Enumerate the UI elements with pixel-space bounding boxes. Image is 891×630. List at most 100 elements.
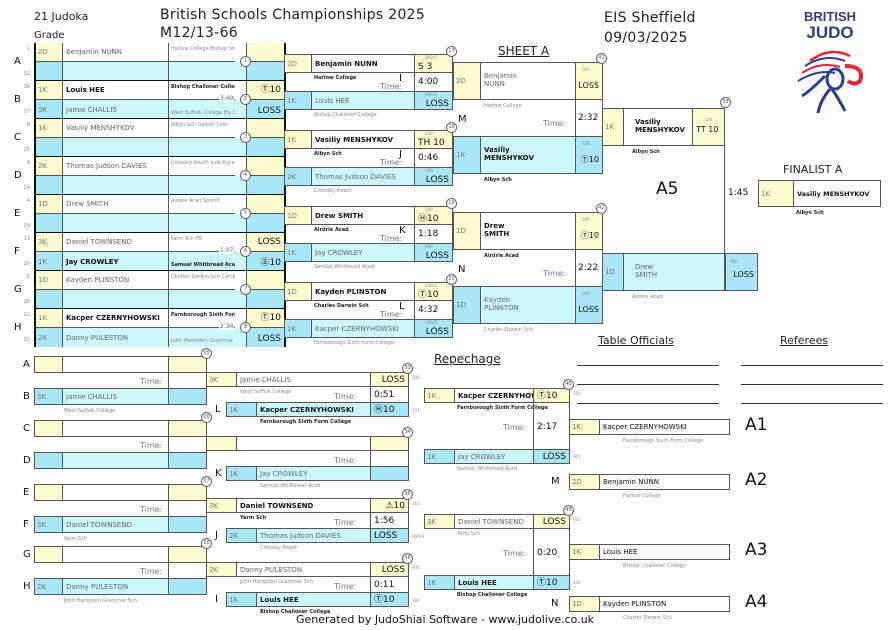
blue-name-cell[interactable]: Jay CROWLEY (454, 449, 534, 464)
white-name-cell[interactable]: Daniel TOWNSEND (236, 498, 371, 513)
blue-name-cell[interactable]: Thomas Judson DAVIES (256, 528, 371, 543)
white-name-cell[interactable]: Louis HEE (63, 81, 169, 100)
grade-text: 1K (38, 86, 48, 94)
white-grade-cell: 3K (424, 514, 455, 529)
white-name-cell[interactable]: Benjamin NUNN (63, 43, 169, 62)
white-name-cell[interactable]: Vasiliy MENSHYKOV (63, 119, 169, 138)
score-text: 001 (573, 454, 581, 459)
sheet-label: SHEET A (498, 44, 550, 58)
white-name-cell[interactable] (62, 420, 169, 437)
white-grade-cell (34, 420, 63, 437)
placing-name[interactable]: Kacper CZERNYHOWSKI (599, 419, 730, 435)
blue-name-cell[interactable] (63, 176, 169, 195)
white-name-cell[interactable]: Kayden PLINSTON (63, 271, 169, 290)
white-club-cell: Bishop Challoner College Sports JK (169, 81, 235, 100)
club-name: Crossley Heath (314, 188, 352, 194)
blue-name-cell[interactable] (63, 62, 169, 81)
official-line[interactable] (577, 365, 719, 366)
blue-name-cell[interactable]: Danny PULESTON (63, 328, 169, 347)
white-name-cell[interactable]: Kacper CZERNYHOWSKI (63, 309, 169, 328)
blue-name-cell[interactable] (63, 214, 169, 233)
blue-club-cell-end (235, 252, 246, 271)
white-name-cell[interactable]: Jamie CHALLIS (236, 372, 371, 387)
white-name-cell[interactable]: Drew SMITH (311, 206, 415, 225)
referee-line[interactable] (741, 365, 883, 366)
white-name-cell[interactable] (62, 484, 169, 501)
blue-club-cell-end (235, 138, 246, 157)
club-name: Samuel Whitbread Acad Stotfold (171, 262, 235, 268)
white-result-cell: LOSS (370, 562, 409, 577)
blue-name-cell[interactable]: Louis HEE (454, 575, 534, 590)
official-line[interactable] (577, 384, 719, 385)
result-text: Ⓗ10 (418, 214, 439, 224)
blue-name-cell[interactable] (63, 138, 169, 157)
white-name-cell[interactable]: Danny PULESTON (236, 562, 371, 577)
seed-number: 9 (26, 160, 30, 166)
competitor-name: Danny PULESTON (66, 334, 129, 342)
white-name-cell[interactable] (62, 356, 169, 373)
blue-name-cell[interactable]: Thomas Judson DAVIES (311, 167, 415, 186)
match-number: 26 (201, 412, 212, 423)
match-number: 27 (201, 476, 212, 487)
white-name-cell[interactable]: Drew SMITH (63, 195, 169, 214)
score-text: 100 (582, 217, 590, 222)
pool-letter: G (14, 284, 22, 295)
referee-line[interactable] (741, 384, 883, 385)
blue-name-cell[interactable]: Jay CROWLEY (256, 466, 371, 481)
blue-name-cell[interactable]: Louis HEE (311, 91, 415, 110)
match-number: 1 (240, 56, 251, 67)
blue-name-cell[interactable]: Jay CROWLEY (311, 243, 415, 262)
club-name: John Hampden Grammar Sch (64, 598, 137, 604)
blue-name-cell[interactable] (62, 452, 169, 469)
referee-line[interactable] (741, 403, 883, 404)
white-club-cell: Harlow College Bishop Stortford JK (169, 43, 235, 62)
club-name: Bishop Challoner College (260, 609, 331, 615)
category-title: M12/13-66 (160, 25, 238, 41)
seed-number: 17 (23, 109, 30, 115)
pool-letter: A (14, 56, 21, 67)
white-name-cell[interactable]: Kayden PLINSTON (311, 282, 415, 301)
blue-grade-cell (34, 452, 63, 469)
placing-name[interactable]: Louis HEE (599, 544, 730, 560)
blue-name-cell[interactable]: Kacper CZERNYHOWSKI (256, 402, 371, 417)
white-name-cell[interactable] (62, 546, 169, 563)
blue-name-cell[interactable] (63, 290, 169, 309)
club-name: Harlow College (623, 493, 661, 499)
white-name-cell[interactable] (236, 436, 371, 451)
blue-name-cell[interactable]: Jay CROWLEY (63, 252, 169, 271)
club-name: John Hampden Grammar Sch High Wycombe (171, 338, 235, 344)
placing-name[interactable]: Kayden PLINSTON (599, 596, 730, 612)
blue-name-cell[interactable]: Louis HEE (256, 592, 371, 607)
bracket-line (168, 500, 169, 517)
white-grade-cell (206, 436, 237, 451)
blue-name-cell[interactable]: Jamie CHALLIS (62, 388, 169, 405)
club-name: West Suffolk College Ely Dojo (171, 110, 235, 116)
placing-grade: 1D (569, 596, 600, 612)
white-name-cell[interactable]: Vasiliy MENSHYKOV (311, 130, 415, 149)
white-result-cell: Ⓣ10 (246, 81, 284, 100)
club-name: Bishop Challoner College (314, 112, 377, 118)
score-text: 000 (573, 517, 581, 522)
official-line[interactable] (577, 403, 719, 404)
competitor-name: Louis HEE (315, 97, 350, 105)
white-grade-cell: 1D (36, 271, 63, 290)
white-name-cell[interactable]: Daniel TOWNSEND (63, 233, 169, 252)
placing-name[interactable]: Benjamin NUNN (599, 474, 730, 490)
time-cell: 0:11 (370, 576, 409, 593)
white-result-cell (246, 195, 284, 214)
white-name-cell[interactable]: Benjamin NUNN (311, 54, 415, 73)
white-name-cell[interactable]: Thomas Judson DAVIES (63, 157, 169, 176)
competitor-name: Kayden PLINSTON (66, 276, 130, 284)
grade-text: 1K (287, 325, 297, 333)
blue-name-cell[interactable]: Daniel TOWNSEND (62, 516, 169, 533)
blue-name-cell[interactable]: Jamie CHALLIS (63, 100, 169, 119)
blue-name-cell[interactable]: Danny PULESTON (62, 578, 169, 595)
white-name-cell[interactable]: Kacper CZERNYHOWSKI (454, 388, 534, 403)
seed-number: 5 (26, 274, 30, 280)
blue-name-cell[interactable]: Kacper CZERNYHOWSKI (311, 319, 415, 338)
white-name-cell[interactable]: Daniel TOWNSEND (454, 514, 534, 529)
